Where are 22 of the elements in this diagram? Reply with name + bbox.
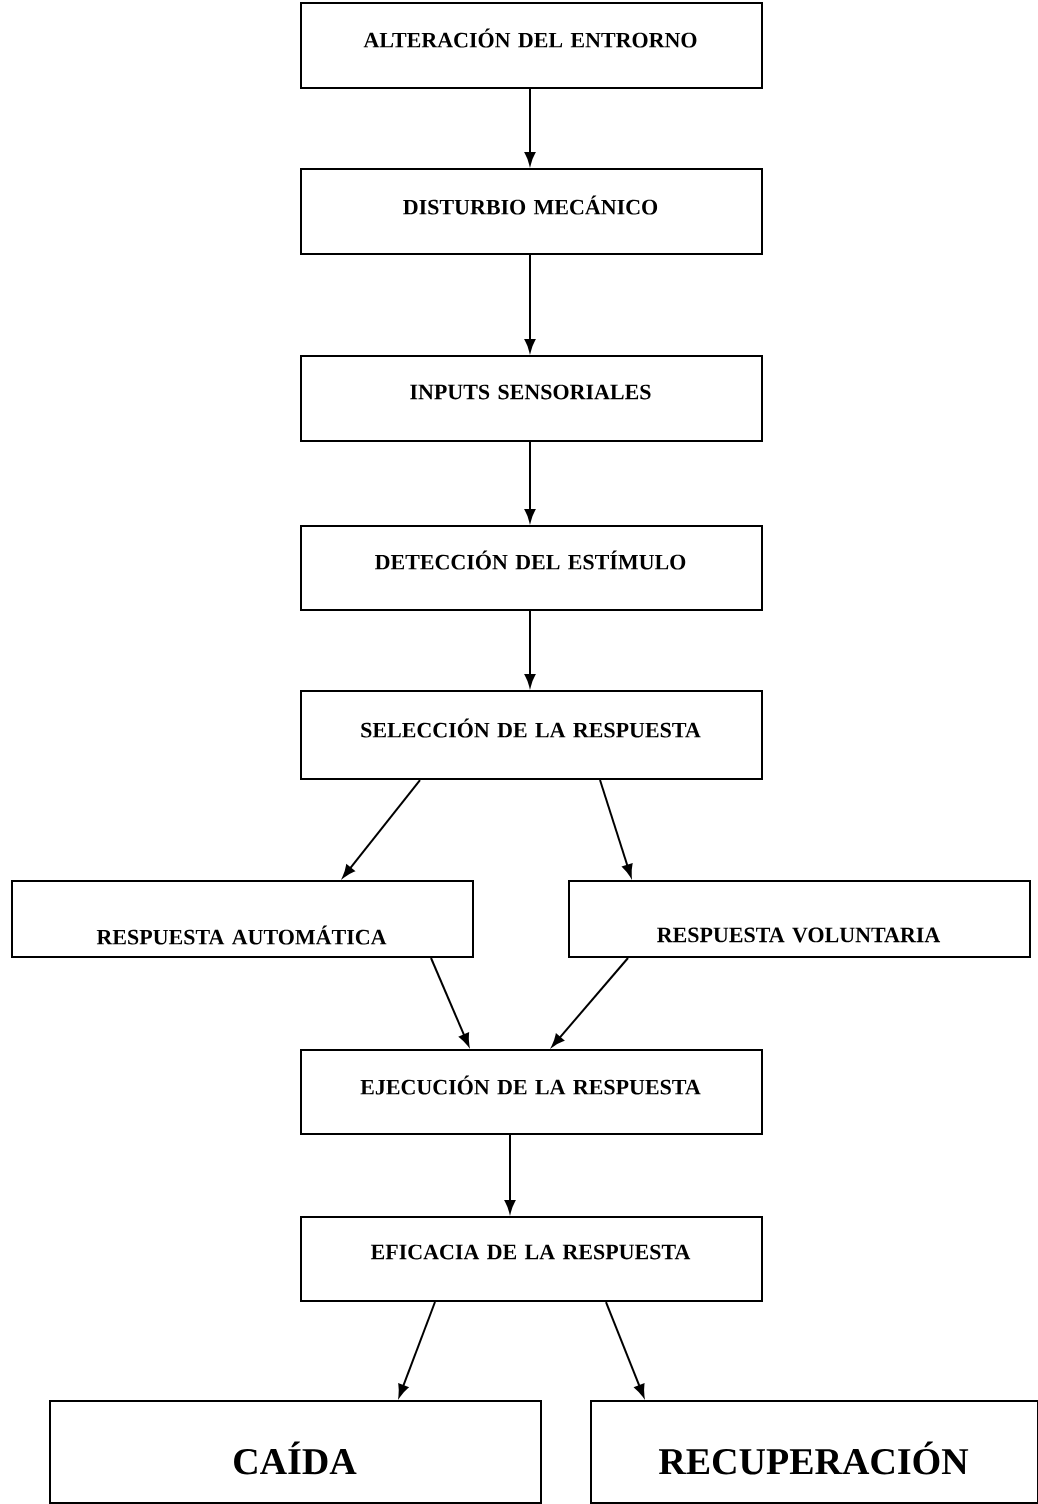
arrow: [342, 779, 421, 878]
arrow: [430, 957, 470, 1047]
process-box: RESPUESTA AUTOMÁTICA: [11, 880, 474, 958]
arrow: [398, 1301, 436, 1398]
process-box: RECUPERACIÓN: [590, 1400, 1038, 1504]
process-box: EJECUCIÓN DE LA RESPUESTA: [300, 1049, 763, 1135]
process-box: ALTERACIÓN DEL ENTRORNO: [300, 2, 763, 89]
arrow: [504, 1134, 516, 1213]
process-box: INPUTS SENSORIALES: [300, 355, 763, 442]
arrow: [524, 610, 536, 687]
arrow: [524, 254, 536, 352]
arrow: [524, 441, 536, 522]
arrow: [605, 1301, 645, 1398]
process-box: SELECCIÓN DE LA RESPUESTA: [300, 690, 763, 780]
process-box: DISTURBIO MECÁNICO: [300, 168, 763, 255]
process-box: RESPUESTA VOLUNTARIA: [568, 880, 1031, 958]
process-box: DETECCIÓN DEL ESTÍMULO: [300, 525, 763, 611]
process-box: CAÍDA: [49, 1400, 542, 1504]
arrow: [524, 88, 536, 165]
arrow: [599, 779, 633, 878]
process-box: EFICACIA DE LA RESPUESTA: [300, 1216, 763, 1302]
arrow: [551, 957, 629, 1047]
